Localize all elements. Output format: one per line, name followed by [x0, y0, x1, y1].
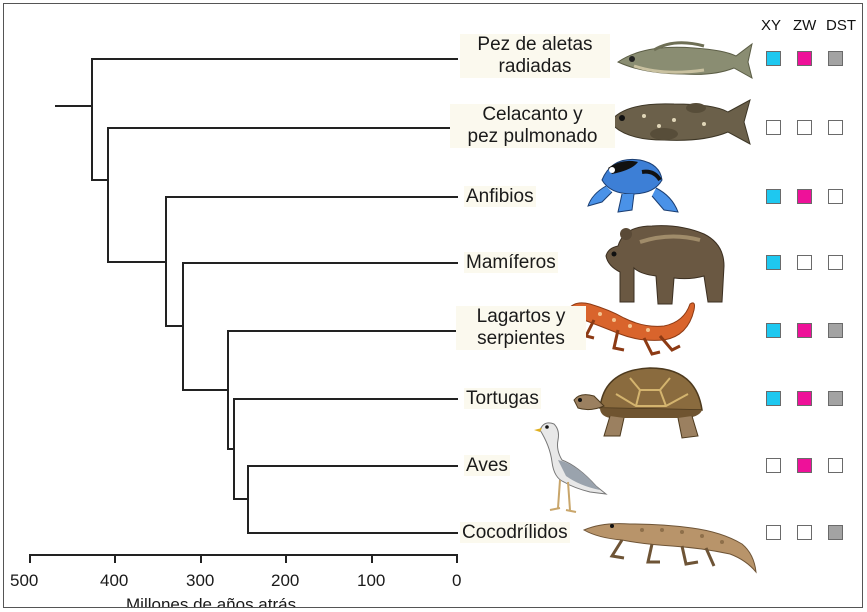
- axis-tick-500: 500: [10, 571, 38, 591]
- axis-tick-100: 100: [357, 571, 385, 591]
- fish-icon: [614, 36, 754, 82]
- dst-box: [828, 189, 843, 204]
- taxon-line1: Mamíferos: [464, 252, 558, 273]
- dst-box: [828, 323, 843, 338]
- zw-box: [797, 525, 812, 540]
- zw-box: [797, 255, 812, 270]
- taxon-label-turtles: Tortugas: [464, 388, 541, 410]
- axis-tick-300: 300: [186, 571, 214, 591]
- xy-box: [766, 458, 781, 473]
- zw-box: [797, 391, 812, 406]
- axis-tick-200: 200: [271, 571, 299, 591]
- taxon-line1: Tortugas: [464, 388, 541, 409]
- dst-box: [828, 120, 843, 135]
- taxon-line2: pez pulmonado: [450, 126, 615, 148]
- bear-icon: [600, 216, 730, 308]
- taxon-line1: Pez de aletas: [460, 34, 610, 56]
- gull-icon: [530, 416, 610, 518]
- dst-box: [828, 391, 843, 406]
- axis-tick-0: 0: [452, 571, 461, 591]
- xy-box: [766, 51, 781, 66]
- taxon-line2: serpientes: [456, 328, 586, 350]
- column-header-xy: XY: [761, 17, 781, 34]
- zw-box: [797, 120, 812, 135]
- zw-box: [797, 458, 812, 473]
- dst-box: [828, 255, 843, 270]
- taxon-label-amphibians: Anfibios: [464, 186, 536, 208]
- taxon-label-birds: Aves: [464, 455, 510, 477]
- figure-frame: Pez de aletas radiadas Celacanto y pez p…: [3, 3, 863, 608]
- dst-box: [828, 458, 843, 473]
- xy-box: [766, 189, 781, 204]
- dst-box: [828, 51, 843, 66]
- taxon-line2: radiadas: [460, 56, 610, 78]
- zw-box: [797, 323, 812, 338]
- taxon-label-mammals: Mamíferos: [464, 252, 558, 274]
- taxon-line1: Celacanto y: [450, 104, 615, 126]
- xy-box: [766, 391, 781, 406]
- xy-box: [766, 120, 781, 135]
- taxon-line1: Aves: [464, 455, 510, 476]
- frog-icon: [582, 150, 682, 218]
- xy-box: [766, 255, 781, 270]
- taxon-label-ray-finned: Pez de aletas radiadas: [460, 34, 610, 78]
- dst-box: [828, 525, 843, 540]
- column-header-zw: ZW: [793, 17, 816, 34]
- zw-box: [797, 51, 812, 66]
- taxon-line1: Cocodrílidos: [460, 522, 570, 543]
- taxon-line1: Anfibios: [464, 186, 536, 207]
- taxon-label-coelacanth: Celacanto y pez pulmonado: [450, 104, 615, 148]
- axis-title: Millones de años atrás: [126, 595, 296, 608]
- taxon-label-lizards: Lagartos y serpientes: [456, 306, 586, 350]
- column-header-dst: DST: [826, 17, 856, 34]
- coelacanth-icon: [604, 94, 752, 150]
- xy-box: [766, 525, 781, 540]
- axis-tick-400: 400: [100, 571, 128, 591]
- taxon-line1: Lagartos y: [456, 306, 586, 328]
- taxon-label-crocodiles: Cocodrílidos: [460, 522, 570, 544]
- xy-box: [766, 323, 781, 338]
- crocodile-icon: [582, 510, 760, 576]
- zw-box: [797, 189, 812, 204]
